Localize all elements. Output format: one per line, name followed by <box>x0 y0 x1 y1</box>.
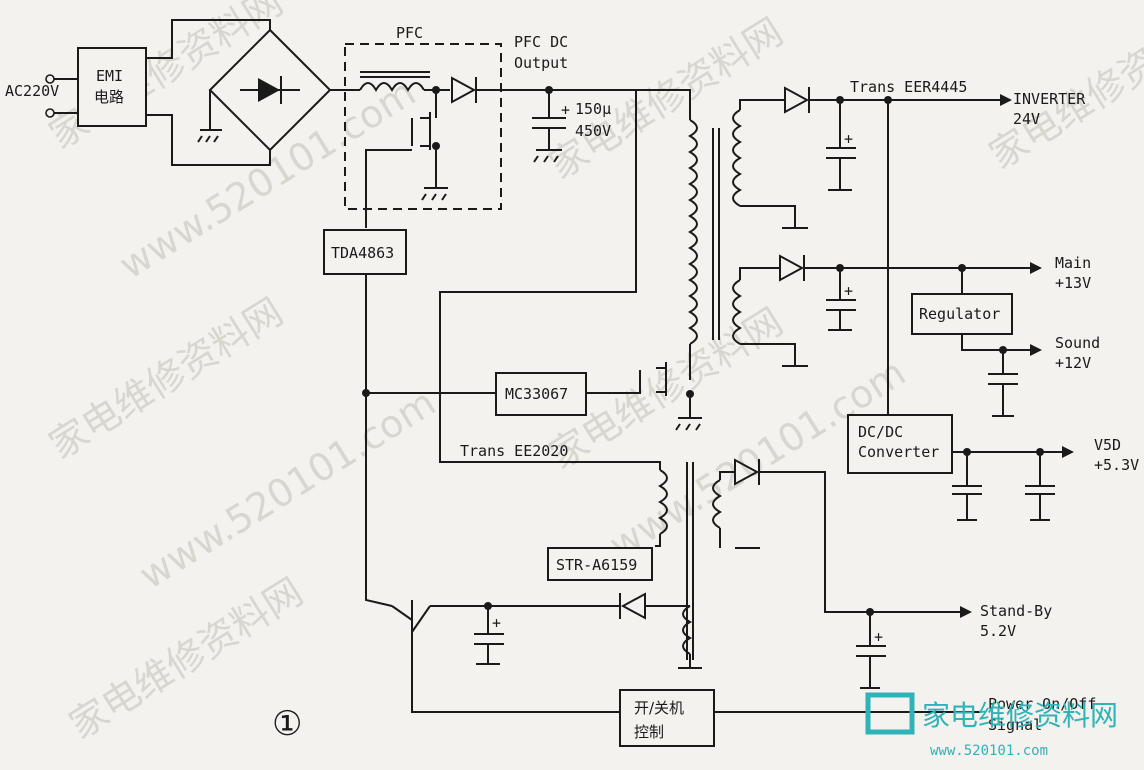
bulk-cap-icon <box>532 90 566 163</box>
ac-input: AC220V <box>5 74 78 118</box>
ac-input-label: AC220V <box>5 82 59 100</box>
inverter-cap-icon <box>826 100 856 191</box>
v5d-label-2: +5.3V <box>1094 456 1139 474</box>
sound-cap-icon <box>988 350 1018 417</box>
mc33067-stage: MC33067 <box>366 360 702 431</box>
standby-transformer: Trans EE2020 + Stand-By 5.2V STR-A6159 <box>460 442 1052 689</box>
regulator-box <box>911 293 1013 335</box>
watermark-cn-3: 家电维修资料网 <box>541 9 790 187</box>
main-mosfet-icon <box>656 360 691 418</box>
pfc-ground-icon <box>421 187 448 201</box>
onoff-label-1: 开/关机 <box>634 699 684 717</box>
standby-feedback: + <box>391 592 702 713</box>
standby-label-1: Stand-By <box>980 602 1052 620</box>
tda4863-controller: TDA4863 <box>323 229 407 607</box>
aux-coil-icon <box>682 605 693 655</box>
dcdc-label-1: DC/DC <box>858 423 903 441</box>
ac-input-wires <box>54 78 78 114</box>
main-cap-plus: + <box>844 282 853 300</box>
watermark-url-2: www.520101.com <box>131 380 443 598</box>
onoff-label-2: 控制 <box>634 723 664 741</box>
v5d-cap-1-icon <box>952 452 982 521</box>
v5d-label-1: V5D <box>1094 436 1121 454</box>
mosfet-ground-icon <box>675 417 702 431</box>
str-a6159-box <box>547 547 653 581</box>
sound-label-2: +12V <box>1055 354 1091 372</box>
dcdc-label-2: Converter <box>858 443 939 461</box>
emi-label-2: 电路 <box>94 88 124 106</box>
inverter-label-1: INVERTER <box>1013 90 1086 108</box>
pfc-dc-label-1: PFC DC <box>514 33 568 51</box>
site-logo-icon <box>865 692 915 735</box>
pfc-label: PFC <box>396 24 423 42</box>
watermark-cn-5: 家电维修资料网 <box>981 0 1144 178</box>
regulator: Regulator Sound +12V <box>911 268 1100 417</box>
main-primary-coil-icon <box>687 119 698 345</box>
main-label-1: Main <box>1055 254 1091 272</box>
mc33067-label: MC33067 <box>505 385 568 403</box>
standby-transistor-icon <box>391 600 620 713</box>
figure-number: ① <box>272 704 302 744</box>
v5d-cap-2-icon <box>1025 452 1055 521</box>
inverter-label-2: 24V <box>1013 110 1040 128</box>
sound-label-1: Sound <box>1055 334 1100 352</box>
main-secondary-2-coil-icon <box>732 279 743 345</box>
emi-box <box>77 47 147 127</box>
main-cap-icon <box>826 268 856 331</box>
bulk-cap-value-1: 150μ <box>575 100 611 118</box>
aux-diode-icon <box>620 592 646 620</box>
inverter-cap-plus: + <box>844 130 853 148</box>
dcdc-converter: DC/DC Converter V5D +5.3V <box>847 414 1139 521</box>
regulator-label: Regulator <box>919 305 1000 323</box>
site-logo: 家电维修资料网 www.520101.com <box>865 692 1118 759</box>
power-signal-label-2: Signal <box>988 716 1042 734</box>
bulk-cap-plus: + <box>561 101 570 119</box>
standby-label-2: 5.2V <box>980 622 1016 640</box>
standby-diode-icon <box>734 458 760 486</box>
emi-filter: EMI 电路 <box>77 19 271 166</box>
pfc-stage: PFC PFC DC Output <box>344 24 640 228</box>
onoff-control: 开/关机 控制 Power On/Off Signal <box>619 689 1096 747</box>
standby-primary-coil-icon <box>657 469 668 535</box>
bulk-cap-value-2: 450V <box>575 122 611 140</box>
standby-cap-plus: + <box>874 628 883 646</box>
main-diode-icon <box>779 254 805 282</box>
pfc-dc-label-2: Output <box>514 54 568 72</box>
emi-label-1: EMI <box>96 67 123 85</box>
bridge-ground-icon <box>197 90 222 143</box>
inverter-diode-icon <box>784 86 810 114</box>
trans-main-label: Trans EER4445 <box>850 78 967 96</box>
onoff-box <box>619 689 715 747</box>
pfc-inductor-icon <box>359 82 425 93</box>
pfc-dashed-box <box>344 43 502 210</box>
tda4863-label: TDA4863 <box>331 244 394 262</box>
emi-to-bridge-wires <box>146 19 271 166</box>
power-signal-label-1: Power On/Off <box>988 695 1096 713</box>
trans-standby-label: Trans EE2020 <box>460 442 568 460</box>
standby-cap-icon <box>856 612 886 689</box>
main-label-2: +13V <box>1055 274 1091 292</box>
pfc-diode-icon <box>451 76 477 104</box>
watermark-cn-2: 家电维修资料网 <box>41 289 290 467</box>
logo-cn-text: 家电维修资料网 <box>922 699 1118 732</box>
bridge-diamond <box>208 28 332 152</box>
bulk-capacitor: + 150μ 450V <box>532 86 611 163</box>
bridge-rectifier <box>197 28 360 152</box>
dcdc-box <box>847 414 953 474</box>
mc33067-box <box>495 372 587 416</box>
main-secondary-1-coil-icon <box>732 109 743 207</box>
aux-cap-icon <box>474 606 504 665</box>
aux-cap-plus: + <box>492 614 501 632</box>
str-a6159-label: STR-A6159 <box>556 556 637 574</box>
standby-secondary-coil-icon <box>712 479 723 529</box>
pfc-mosfet-icon <box>420 90 437 188</box>
logo-url-text: www.520101.com <box>930 743 1048 759</box>
